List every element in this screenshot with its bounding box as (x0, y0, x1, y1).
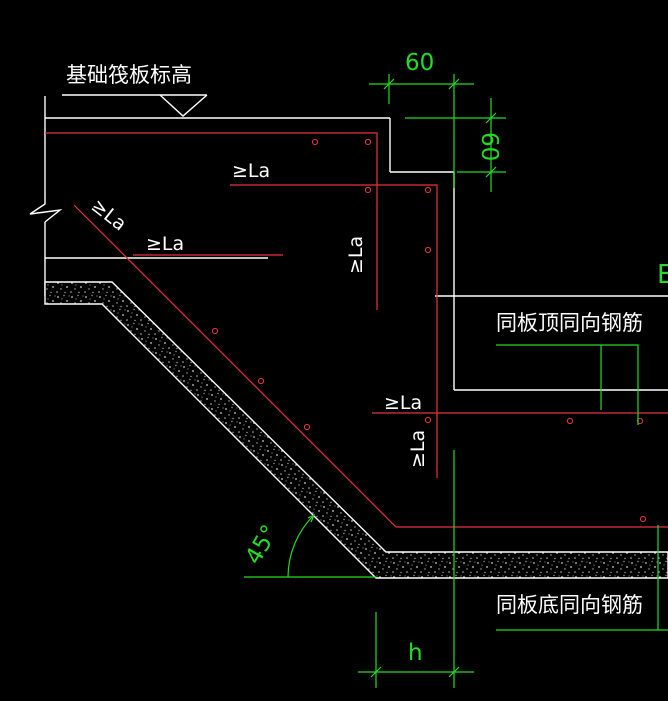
la-label-sloped: ≥La (87, 195, 131, 236)
dim-60-horizontal-text: 60 (405, 50, 434, 76)
rebar-dot (364, 138, 372, 146)
rebar-dot (566, 417, 574, 425)
edge-letter: E (657, 260, 668, 290)
bottom-rebar-label: 同板底同向钢筋 (496, 593, 643, 617)
angle-arrow (307, 513, 316, 523)
angle-text: 45° (241, 521, 284, 569)
rebar-dot (424, 246, 432, 254)
dim60h-tick-left (383, 78, 395, 90)
rebar-dot (424, 416, 432, 424)
la-label-vertical-1: ≥La (345, 236, 367, 274)
rebar-top-outer (45, 132, 378, 310)
concrete-cushion-layer (44, 281, 668, 579)
break-symbol (29, 192, 63, 223)
dim-60-vertical-text: 60 (476, 132, 502, 161)
dim60v-tick-bottom (485, 166, 497, 178)
dim60v-tick-top (485, 112, 497, 124)
la-label-top: ≥La (232, 160, 270, 182)
rebar-dot (364, 186, 372, 194)
rebar-group (45, 132, 668, 528)
rebar-dots (211, 138, 647, 523)
structure-outline (29, 96, 668, 391)
angle-arc (287, 514, 315, 578)
top-rebar-leader (496, 344, 639, 425)
dimh-tick-left (370, 666, 382, 678)
top-rebar-label: 同板顶同向钢筋 (496, 311, 643, 335)
rebar-top-inner (230, 184, 438, 478)
dimh-tick-right (448, 666, 460, 678)
rebar-sloped-bottom (73, 204, 668, 528)
la-label-vertical-2: ≥La (407, 430, 429, 468)
la-label-middle: ≥La (146, 233, 184, 255)
dim60h-tick-right (448, 78, 460, 90)
rebar-dot (424, 186, 432, 194)
dim-h-text: h (408, 640, 423, 666)
rebar-dot (303, 423, 311, 431)
elevation-triangle (159, 94, 208, 117)
rebar-dot (211, 327, 219, 335)
elevation-marker (62, 94, 208, 117)
rebar-dot (311, 138, 319, 146)
rebar-dot (639, 515, 647, 523)
raft-elevation-label: 基础筏板标高 (66, 63, 192, 87)
la-label-pit: ≥La (384, 392, 422, 414)
rebar-dot (257, 377, 265, 385)
dimension-lines (244, 74, 668, 688)
